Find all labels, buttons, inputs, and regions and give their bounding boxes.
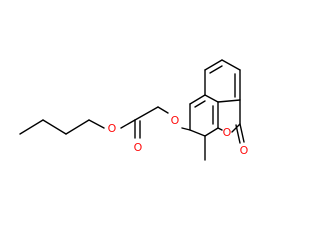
bond bbox=[19, 119, 44, 135]
bond bbox=[204, 94, 219, 103]
atom-label-o-ring: O bbox=[223, 126, 232, 139]
bond bbox=[42, 119, 67, 135]
atom-label-o-ether: O bbox=[171, 114, 180, 127]
bond bbox=[65, 119, 90, 135]
bonds bbox=[19, 59, 245, 161]
bond bbox=[134, 106, 159, 121]
bond bbox=[204, 59, 223, 71]
atom-labels: O O O O O bbox=[108, 114, 249, 157]
bond bbox=[209, 65, 223, 74]
bond bbox=[88, 119, 105, 129]
molecule-structure: O O O O O bbox=[19, 59, 249, 161]
bond bbox=[235, 124, 241, 144]
bond bbox=[217, 99, 241, 103]
atom-label-o-ester: O bbox=[108, 122, 117, 135]
bond bbox=[194, 100, 206, 108]
atom-label-o-lactone-carbonyl: O bbox=[240, 144, 249, 157]
bond bbox=[157, 106, 169, 114]
bond bbox=[217, 127, 223, 131]
bond bbox=[189, 94, 206, 105]
bond bbox=[189, 129, 206, 137]
bond bbox=[204, 127, 219, 137]
bond bbox=[120, 119, 136, 129]
bond bbox=[181, 127, 191, 131]
atom-label-o-carbonyl-ester: O bbox=[134, 141, 143, 154]
bond bbox=[239, 123, 245, 143]
bond bbox=[221, 59, 241, 71]
